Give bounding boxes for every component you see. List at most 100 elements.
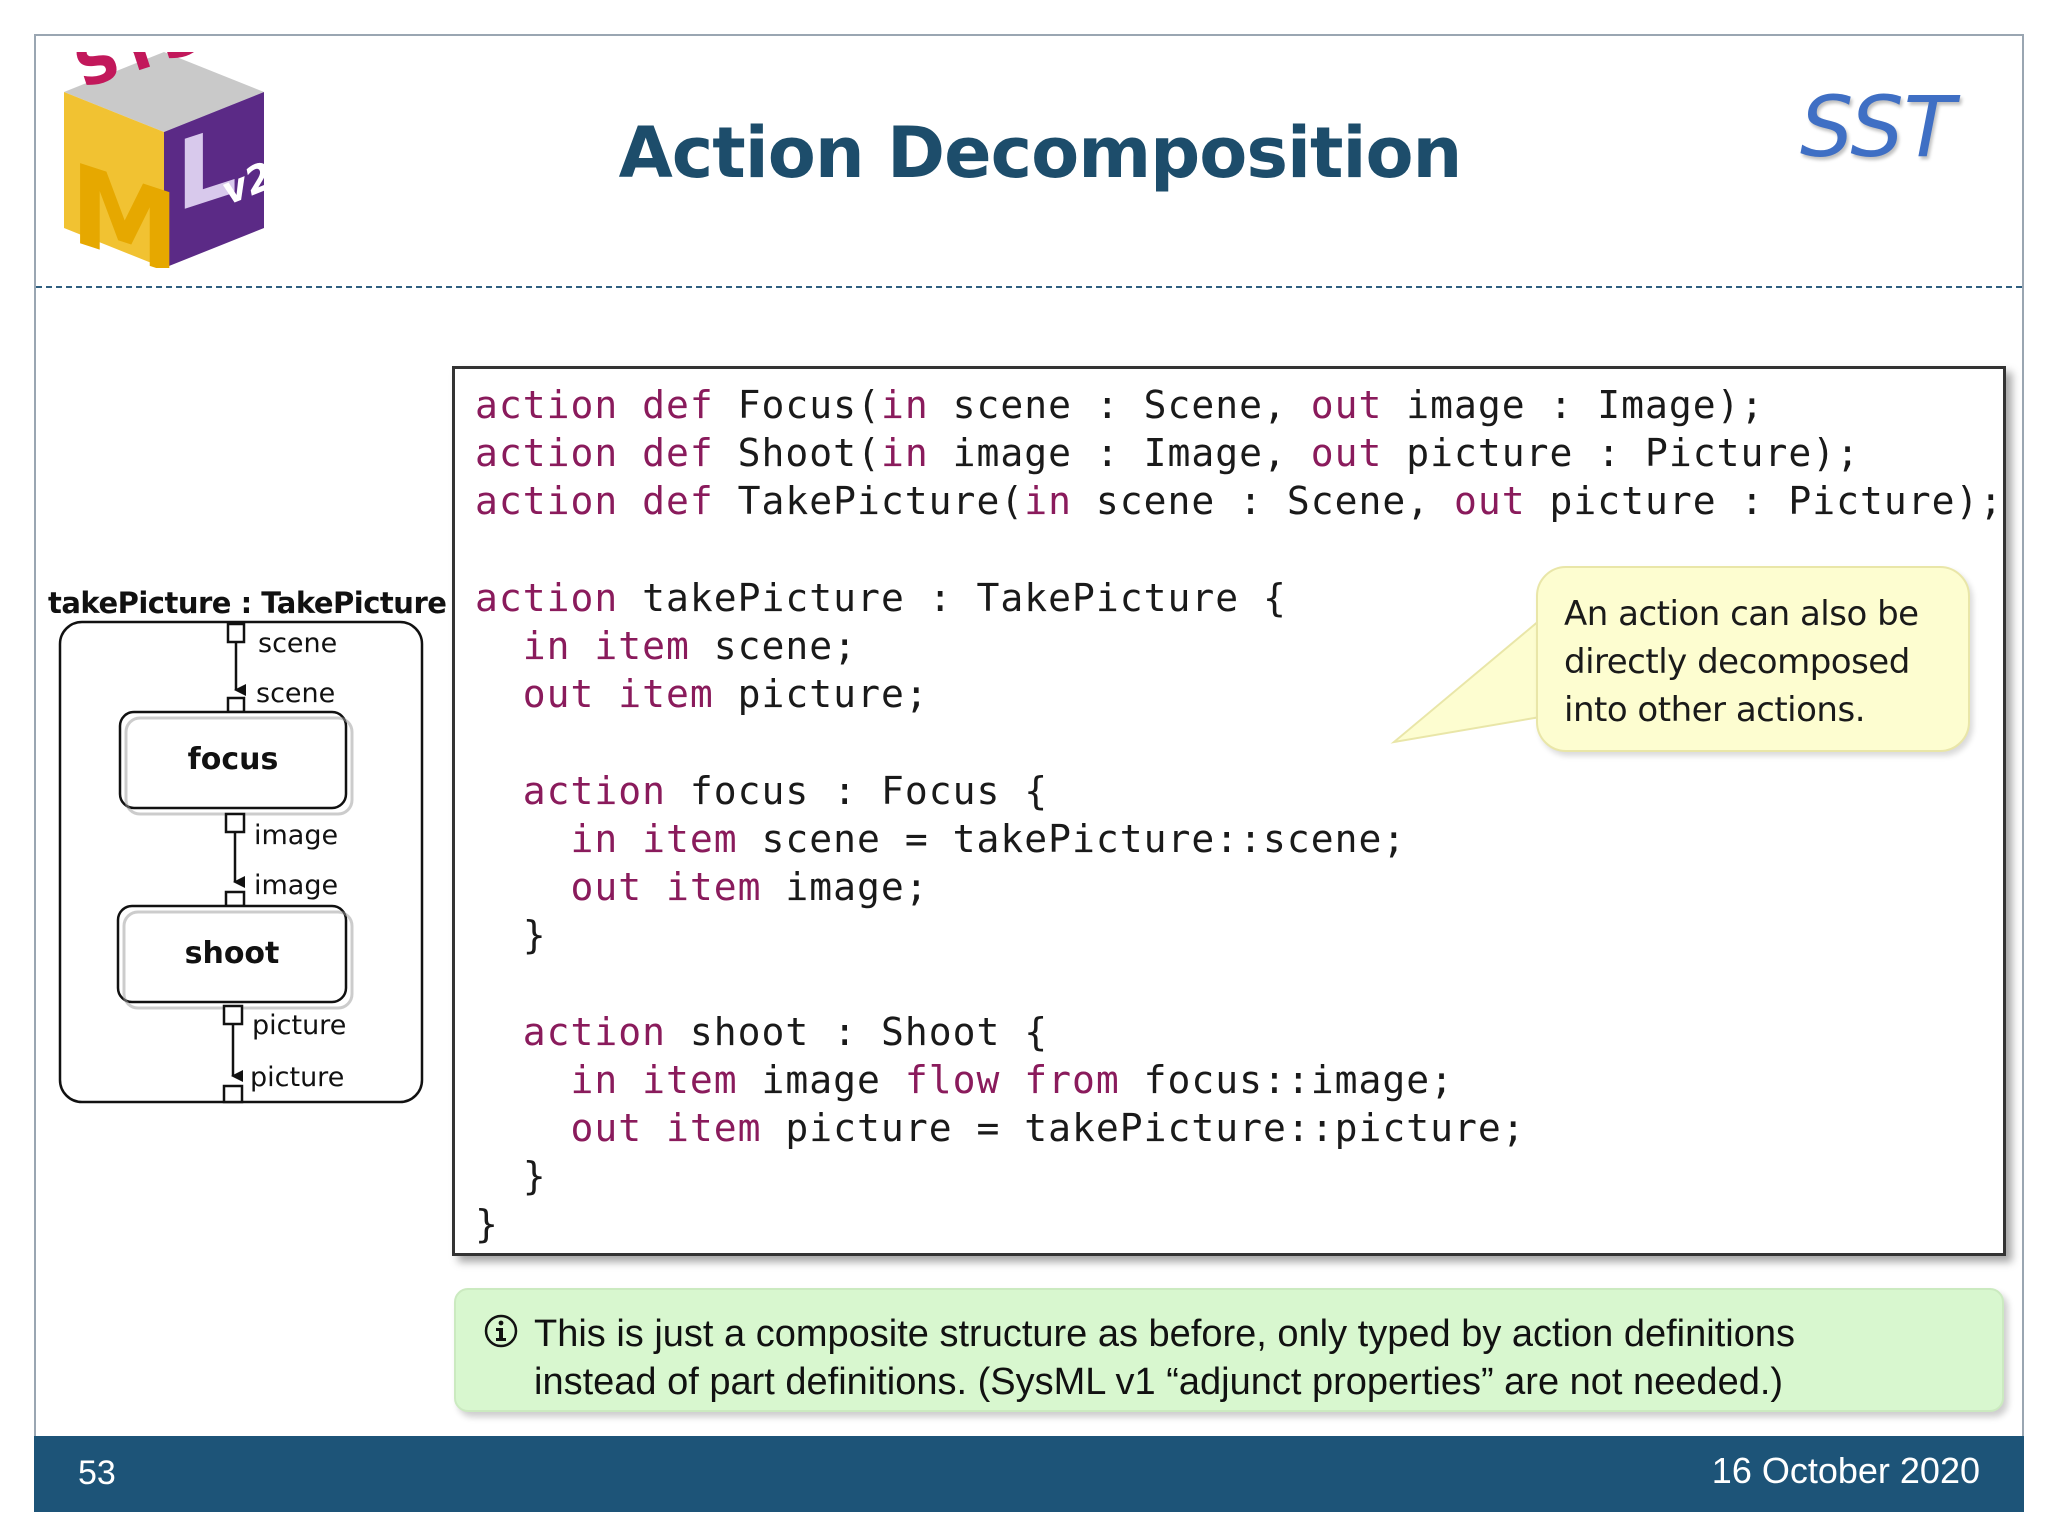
code-line: in item scene = takePicture::scene; bbox=[475, 815, 2003, 863]
code-keyword: out item bbox=[522, 672, 714, 717]
code-line: out item picture; bbox=[475, 670, 2003, 718]
code-text: shoot : Shoot { bbox=[666, 1009, 1049, 1054]
diagram-title: takePicture : TakePicture bbox=[48, 586, 447, 620]
code-line: } bbox=[475, 911, 2003, 959]
code-text bbox=[475, 1058, 571, 1102]
code-text: focus::image; bbox=[1119, 1057, 1455, 1102]
focus-action-label: focus bbox=[187, 742, 279, 777]
code-line: out item picture = takePicture::picture; bbox=[475, 1104, 2003, 1152]
code-text: scene = takePicture::scene; bbox=[737, 816, 1407, 861]
port-scene-out bbox=[226, 622, 246, 644]
code-text: } bbox=[475, 1154, 547, 1199]
callout-line: An action can also be bbox=[1564, 594, 1919, 634]
code-text bbox=[475, 769, 523, 813]
code-text: image : Image); bbox=[1382, 383, 1765, 427]
callout-note: An action can also be directly decompose… bbox=[1536, 566, 1970, 752]
code-line bbox=[475, 959, 2003, 1007]
code-line: action takePicture : TakePicture { bbox=[475, 574, 2003, 622]
port-image-in bbox=[224, 890, 246, 908]
info-line: instead of part definitions. (SysML v1 “… bbox=[534, 1361, 1784, 1403]
focus-action-box bbox=[118, 710, 348, 810]
code-text: focus : Focus { bbox=[666, 768, 1049, 813]
code-text bbox=[475, 1010, 523, 1054]
code-keyword: out bbox=[1310, 383, 1383, 427]
code-keyword: out bbox=[1454, 479, 1526, 524]
shoot-action-label: shoot bbox=[184, 936, 280, 971]
sst-corner-logo: SST bbox=[1800, 78, 1955, 176]
label-focus-in: scene bbox=[256, 678, 336, 709]
code-listing: action def Focus(in scene : Scene, out i… bbox=[475, 381, 2003, 1249]
svg-text:L: L bbox=[176, 104, 237, 235]
info-circle-icon bbox=[484, 1314, 518, 1348]
code-keyword: in item bbox=[522, 624, 690, 669]
code-text bbox=[475, 865, 571, 909]
code-text: picture : Picture); bbox=[1382, 431, 1860, 476]
code-line: action shoot : Shoot { bbox=[475, 1008, 2003, 1056]
diagram-canvas bbox=[58, 620, 424, 1104]
code-listing-box: action def Focus(in scene : Scene, out i… bbox=[452, 366, 2006, 1256]
code-text: image; bbox=[761, 865, 929, 910]
info-note-box: This is just a composite structure as be… bbox=[454, 1288, 2004, 1412]
code-text: picture; bbox=[713, 672, 929, 717]
header-divider bbox=[36, 286, 2022, 288]
code-keyword: in bbox=[880, 431, 929, 476]
label-focus-out: image bbox=[254, 820, 339, 851]
code-keyword: flow from bbox=[904, 1057, 1120, 1102]
label-picture-bottom: picture bbox=[250, 1062, 345, 1093]
code-line: out item image; bbox=[475, 863, 2003, 911]
code-line: action def TakePicture(in scene : Scene,… bbox=[475, 477, 2003, 525]
code-text: picture = takePicture::picture; bbox=[761, 1106, 1526, 1151]
slide-number: 53 bbox=[78, 1454, 116, 1492]
code-text bbox=[475, 1106, 571, 1150]
code-text: scene; bbox=[689, 624, 858, 669]
code-text: Shoot( bbox=[713, 431, 881, 476]
shoot-action-box bbox=[116, 904, 348, 1004]
code-text: } bbox=[475, 1202, 499, 1247]
port-picture-in bbox=[222, 1084, 244, 1104]
code-line: action def Focus(in scene : Scene, out i… bbox=[475, 381, 2003, 429]
code-keyword: in item bbox=[570, 816, 738, 861]
port-picture-out bbox=[222, 1004, 244, 1026]
callout-line: directly decomposed bbox=[1564, 642, 1910, 682]
code-keyword: action def bbox=[475, 383, 714, 427]
code-keyword: action def bbox=[475, 431, 714, 476]
code-text bbox=[475, 817, 571, 861]
code-line: action focus : Focus { bbox=[475, 767, 2003, 815]
code-keyword: action bbox=[522, 1009, 667, 1054]
code-line: in item image flow from focus::image; bbox=[475, 1056, 2003, 1104]
code-line: action def Shoot(in image : Image, out p… bbox=[475, 429, 2003, 477]
code-text: image bbox=[737, 1057, 905, 1102]
code-text: Focus( bbox=[713, 383, 881, 427]
take-picture-frame bbox=[58, 620, 424, 1104]
code-text bbox=[475, 624, 523, 668]
code-keyword: action bbox=[522, 768, 667, 813]
code-text: takePicture : TakePicture { bbox=[618, 575, 1287, 620]
code-text: picture : Picture); bbox=[1525, 479, 2004, 524]
port-image-out bbox=[224, 812, 246, 834]
sysml-v2-logo-icon: SYS M L v2 bbox=[64, 52, 264, 268]
code-text: scene : Scene, bbox=[928, 383, 1311, 427]
port-scene-in bbox=[226, 696, 246, 714]
code-keyword: action bbox=[475, 575, 619, 620]
code-keyword: in bbox=[880, 383, 929, 427]
code-keyword: out item bbox=[570, 1106, 762, 1151]
code-keyword: out item bbox=[570, 865, 762, 910]
code-text: } bbox=[475, 913, 547, 958]
slide-title: Action Decomposition bbox=[618, 112, 1463, 194]
code-keyword: action def bbox=[475, 479, 714, 524]
footer-date: 16 October 2020 bbox=[1711, 1450, 1980, 1491]
code-keyword: out bbox=[1310, 431, 1383, 476]
code-text: TakePicture( bbox=[713, 479, 1025, 524]
label-shoot-in: image bbox=[254, 870, 339, 901]
action-diagram: takePicture : TakePicture scene scene fo… bbox=[48, 586, 447, 1106]
code-line: } bbox=[475, 1200, 2003, 1248]
code-text: scene : Scene, bbox=[1071, 479, 1455, 524]
code-text: image : Image, bbox=[928, 431, 1311, 476]
label-scene-top: scene bbox=[258, 628, 338, 659]
label-shoot-out: picture bbox=[252, 1010, 347, 1041]
code-text bbox=[475, 672, 523, 716]
code-line: } bbox=[475, 1152, 2003, 1200]
code-line: in item scene; bbox=[475, 622, 2003, 670]
callout-line: into other actions. bbox=[1564, 690, 1866, 730]
code-keyword: in item bbox=[570, 1057, 738, 1102]
